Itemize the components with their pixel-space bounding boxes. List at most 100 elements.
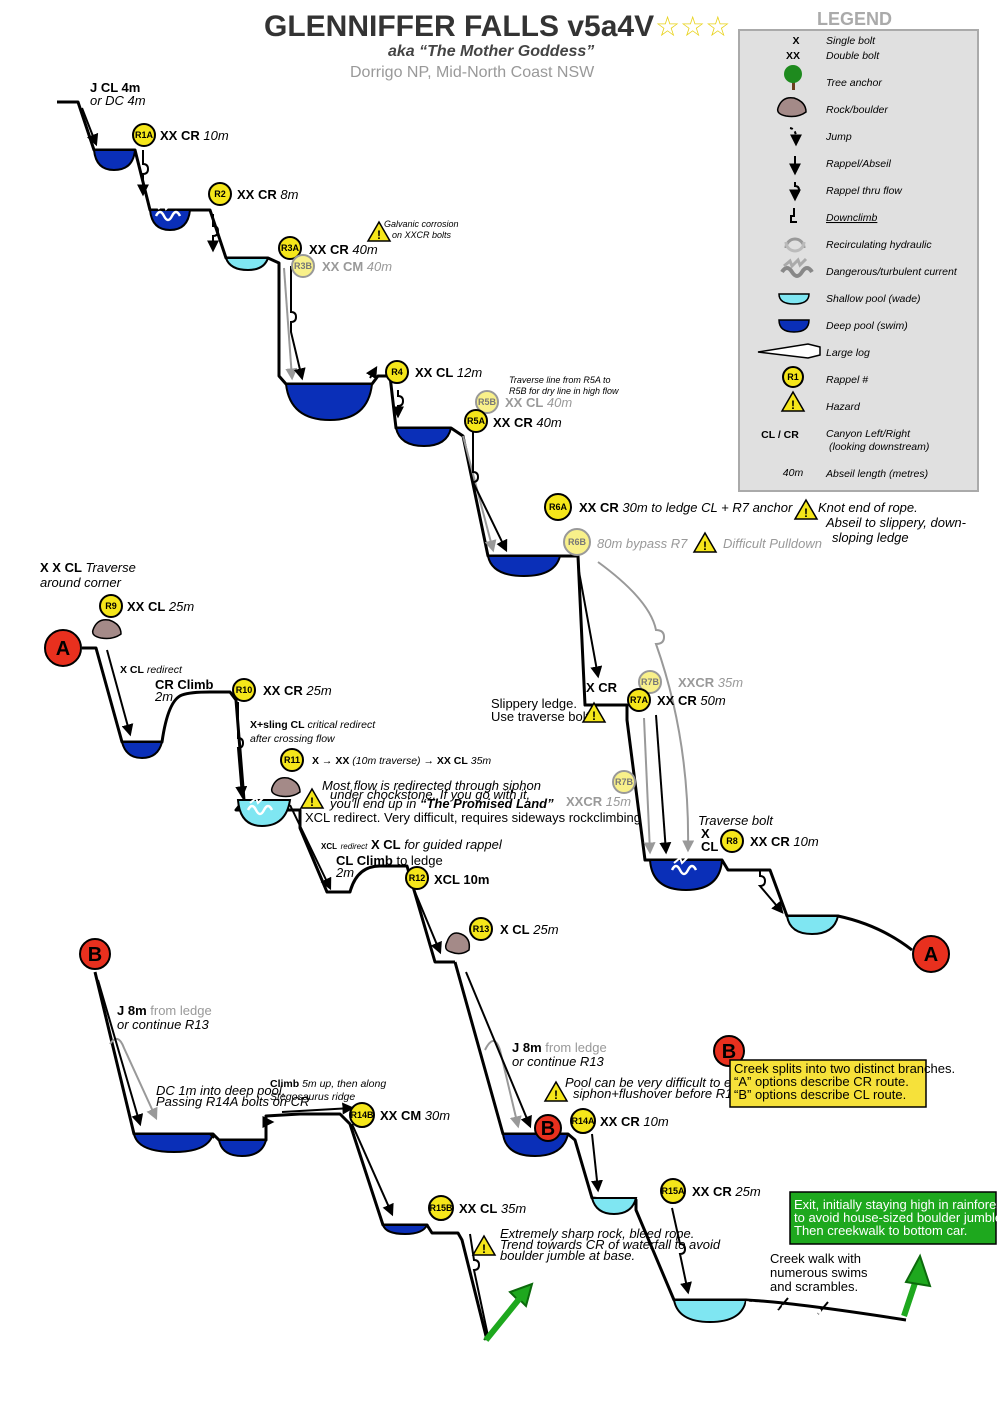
deep-pool: [120, 741, 164, 760]
rappel-arrow: [289, 804, 332, 891]
legend-label: Canyon Left/Right: [826, 428, 911, 440]
deep-pool: [217, 1139, 268, 1158]
location-text: Dorrigo NP, Mid-North Coast NSW: [350, 64, 595, 81]
svg-text:X+sling CL critical redirect: X+sling CL critical redirect: [250, 719, 376, 731]
svg-text:R3B: R3B: [294, 261, 313, 271]
rappel-marker-r14b: R14B: [349, 1102, 375, 1128]
legend-label: Abseil length (metres): [825, 468, 928, 480]
downclimb: [209, 1133, 215, 1139]
climb-arrow: [365, 365, 378, 380]
canyon-profile: [82, 646, 455, 964]
svg-text:R10: R10: [236, 685, 253, 695]
jump-arrow-alt: [109, 1037, 158, 1121]
svg-text:R14A: R14A: [571, 1116, 595, 1126]
boulder: [91, 618, 122, 640]
svg-text:Climb 5m up, then along: Climb 5m up, then along: [270, 1078, 386, 1090]
cr-climb-length: 2m: [154, 689, 173, 704]
svg-text:B: B: [722, 1041, 736, 1063]
legend-label: Tree anchor: [826, 77, 882, 89]
svg-text:XXCR 35m: XXCR 35m: [678, 675, 743, 690]
r12-anchor: XCL 10m: [434, 872, 489, 887]
slippery-note: Use traverse bolt: [491, 709, 590, 724]
rappel-marker-r15b: R15B: [428, 1195, 454, 1221]
svg-text:XX CR 10m: XX CR 10m: [160, 128, 229, 143]
rappel-arrow-alt: [643, 717, 656, 855]
svg-text:Creek splits into two distinct: Creek splits into two distinct branches.: [734, 1061, 955, 1076]
svg-text:XX CR 10m: XX CR 10m: [750, 834, 819, 849]
rappel-arrow: [471, 432, 508, 553]
sharp-rock-note: Trend towards CR of waterfall to avoid: [500, 1237, 721, 1252]
cl-climb-length: 2m: [335, 865, 354, 880]
rappel-marker-r9: R9: [99, 594, 123, 618]
rappel-arrow: [655, 714, 672, 855]
slippery-note: Slippery ledge.: [491, 696, 577, 711]
traverse-bolt-note: Traverse bolt: [698, 813, 774, 828]
legend-label: Downclimb: [826, 212, 878, 224]
legend: LEGEND X Single bolt XX Double bolt Tree…: [738, 9, 979, 492]
rappel-arrow: [351, 1123, 394, 1217]
header: GLENNIFFER FALLS v5a4V ☆☆☆ aka “The Moth…: [264, 10, 730, 81]
rappel-arrow: [757, 870, 784, 914]
hazard-icon: [544, 1081, 568, 1103]
shallow-pool: [224, 257, 270, 272]
galvanic-note: Galvanic corrosion: [384, 219, 459, 229]
cr-climb-label: CR Climb: [155, 677, 214, 692]
svg-text:XX CR 40m: XX CR 40m: [493, 415, 562, 430]
svg-text:R11: R11: [284, 755, 300, 765]
rappel-marker-r13: R13: [469, 917, 493, 941]
rappel-marker-r11: R11: [280, 748, 304, 772]
svg-text:R6A: R6A: [549, 502, 568, 512]
svg-text:Exit, initially staying high i: Exit, initially staying high in rainfore…: [794, 1197, 1000, 1212]
svg-text:R1A: R1A: [135, 130, 154, 140]
legend-label: Shallow pool (wade): [826, 293, 921, 305]
rappel-marker-r10: R10: [232, 678, 256, 702]
svg-text:B: B: [541, 1118, 555, 1140]
exit-note: Exit, initially staying high in rainfore…: [789, 1191, 1000, 1245]
deep-pool: [381, 1224, 429, 1236]
rappel-arrow: [106, 649, 134, 737]
deep-pool: [284, 383, 374, 422]
svg-text:R7A: R7A: [630, 695, 649, 705]
hazard-icon: [794, 499, 818, 521]
svg-text:XX CR 50m: XX CR 50m: [657, 693, 726, 708]
svg-text:“B” options describe CL route.: “B” options describe CL route.: [734, 1087, 906, 1102]
legend-title: LEGEND: [817, 9, 892, 29]
hazard-icon: [693, 532, 717, 554]
legend-length-symbol: 40m: [783, 467, 804, 479]
pulldown-note: Difficult Pulldown: [723, 536, 822, 551]
boulder-icon: [776, 96, 807, 118]
legend-cl-cr-symbol: CL / CR: [761, 429, 799, 441]
rappel-arrow: [97, 979, 144, 1127]
legend-box: [738, 29, 979, 492]
svg-text:R9: R9: [105, 601, 117, 611]
deep-pool: [132, 1133, 215, 1154]
rappel-arrow: [290, 266, 306, 381]
rappel-arrow-alt: [597, 561, 695, 853]
legend-label: Rappel/Abseil: [826, 158, 891, 170]
svg-text:R15A: R15A: [661, 1186, 685, 1196]
start-note-alt: or DC 4m: [90, 93, 146, 108]
svg-text:R14B: R14B: [350, 1110, 374, 1120]
svg-text:XX CR 40m: XX CR 40m: [309, 242, 378, 257]
rappel-flow-icon: [789, 182, 801, 202]
svg-text:XX CL 35m: XX CL 35m: [459, 1201, 526, 1216]
rappel-arrow: [671, 1207, 692, 1295]
knot-note: Knot end of rope.: [818, 500, 918, 515]
connector-b-start: B: [79, 938, 111, 970]
rappel-arrow: [235, 702, 248, 799]
rappel-marker-r1a: R1A: [132, 123, 156, 147]
svg-text:XX CR 25m: XX CR 25m: [692, 1184, 761, 1199]
svg-text:Then creekwalk to bottom car.: Then creekwalk to bottom car.: [794, 1223, 967, 1238]
siphon-note: under chockstone. If you go with it,: [330, 787, 530, 802]
rappel-arrow: [137, 150, 150, 197]
sling-note: after crossing flow: [250, 733, 336, 745]
svg-text:R7B: R7B: [641, 677, 660, 687]
rappel-marker-r8: R8: [720, 829, 744, 853]
xcl-redirect-note: XCL redirect. Very difficult, requires s…: [305, 810, 641, 825]
creek-walk-note: and scrambles.: [770, 1279, 858, 1294]
galvanic-note: on XXCR bolts: [392, 230, 452, 240]
svg-text:R15B: R15B: [429, 1203, 453, 1213]
legend-label: Deep pool (swim): [826, 320, 908, 332]
svg-text:R5A: R5A: [467, 416, 486, 426]
traverse-note: Traverse line from R5A to: [509, 375, 611, 385]
